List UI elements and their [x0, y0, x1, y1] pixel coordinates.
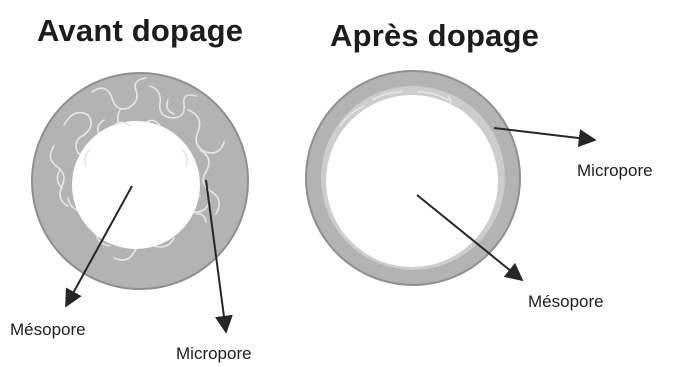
mesopore-center-after [326, 95, 498, 267]
pore-after-doping [306, 71, 595, 285]
label-mesopore-before: Mésopore [10, 320, 86, 340]
mesopore-center-before [72, 121, 200, 249]
label-mesopore-after: Mésopore [528, 292, 604, 312]
title-before-doping: Avant dopage [37, 13, 243, 49]
label-micropore-before: Micropore [176, 344, 252, 364]
title-after-doping: Après dopage [330, 18, 539, 54]
pore-before-doping [32, 73, 248, 332]
label-micropore-after: Micropore [577, 161, 653, 181]
